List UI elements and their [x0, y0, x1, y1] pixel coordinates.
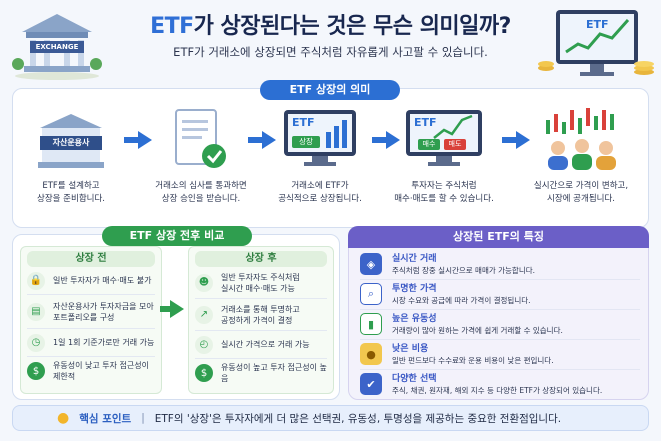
document-icon: ▤	[27, 302, 45, 321]
listing-monitor-icon: ETF 상장	[282, 108, 358, 170]
before-item-2: ▤자산운용사가 투자자금을 모아 포트폴리오를 구성	[27, 295, 155, 329]
bar-chart-icon: ▮	[360, 313, 382, 335]
step-2-label: 거래소의 심사를 통과하면 상장 승인을 받습니다.	[155, 181, 247, 204]
page-subtitle: ETF가 거래소에 상장되면 주식처럼 자유롭게 사고팔 수 있습니다.	[173, 45, 488, 59]
before-panel: 상장 전 🔒일반 투자자가 매수·매도 불가 ▤자산운용사가 투자자금을 모아 …	[20, 246, 162, 394]
features-section	[348, 226, 649, 400]
arrow-2	[248, 131, 276, 149]
trading-monitor-icon: ETF 매수 매도	[404, 108, 484, 170]
keypoint-label: 핵심 포인트	[79, 412, 132, 425]
dollar-icon: $	[27, 362, 45, 380]
step-4-label: 투자자는 주식처럼 매수·매도를 할 수 있습니다.	[394, 181, 494, 204]
after-item-4: $유동성이 높고 투자 접근성이 높음	[195, 359, 327, 387]
keypoint-divider: |	[141, 412, 145, 424]
sell-button: 매도	[444, 139, 466, 150]
after-item-3: ◴실시간 가격으로 거래 가능	[195, 331, 327, 359]
dollar-icon: $	[195, 364, 213, 382]
buy-button: 매수	[418, 139, 440, 150]
before-item-4: $유동성이 낮고 투자 접근성이 제한적	[27, 357, 155, 385]
after-item-1: ☻일반 투자자도 주식처럼 실시간 매수·매도 가능	[195, 267, 327, 299]
arrow-3	[372, 131, 400, 149]
trading-screen-label: ETF	[414, 116, 437, 129]
coins-icon: ●	[360, 343, 382, 365]
magnifier-icon: ⌕	[360, 283, 382, 305]
before-title: 상장 전	[27, 251, 155, 267]
listing-screen-label: ETF	[292, 116, 315, 129]
before-item-3: ◷1일 1회 기준가로만 거래 가능	[27, 329, 155, 357]
listed-tag: 상장	[292, 136, 320, 148]
compare-arrow	[160, 300, 184, 318]
keypoint-bar: ● 핵심 포인트 | ETF의 '상장'은 투자자에게 더 많은 선택권, 유동…	[12, 405, 649, 431]
clock-icon: ◷	[27, 333, 45, 352]
etf-monitor-icon: ETF	[538, 6, 656, 82]
step-5-label: 실시간으로 가격이 변하고, 시장에 공개됩니다.	[533, 181, 629, 204]
before-item-1: 🔒일반 투자자가 매수·매도 불가	[27, 267, 155, 295]
shield-check-icon: ✔	[360, 373, 382, 395]
asset-manager-badge: 자산운용사	[40, 136, 102, 150]
step-3-label: 거래소에 ETF가 공식적으로 상장됩니다.	[278, 181, 362, 204]
arrow-4	[502, 131, 530, 149]
step-1-icon: 자산운용사	[34, 110, 108, 170]
meaning-pill: ETF 상장의 의미	[260, 80, 400, 100]
document-check-icon	[170, 108, 230, 172]
exchange-sign: EXCHANGE	[30, 41, 84, 53]
keypoint-text: ETF의 '상장'은 투자자에게 더 많은 선택권, 유동성, 투명성을 제공하…	[154, 412, 562, 425]
features-title: 상장된 ETF의 특징	[348, 226, 649, 248]
chart-icon: ↗	[195, 305, 213, 324]
exchange-building-icon: EXCHANGE	[12, 8, 102, 80]
after-item-2: ↗거래소를 통해 투명하고 공정하게 가격이 결정	[195, 299, 327, 331]
market-people-icon	[540, 104, 624, 172]
step-1-label: ETF를 설계하고 상장을 준비합니다.	[37, 181, 105, 204]
lightbulb-icon: ●	[57, 410, 70, 426]
page-title: ETF가 상장된다는 것은 무슨 의미일까?	[150, 14, 511, 39]
after-title: 상장 후	[195, 251, 327, 267]
users-icon: ☻	[195, 273, 213, 292]
arrow-1	[124, 131, 152, 149]
after-panel: 상장 후 ☻일반 투자자도 주식처럼 실시간 매수·매도 가능 ↗거래소를 통해…	[188, 246, 334, 394]
lock-icon: 🔒	[27, 271, 45, 290]
stopwatch-icon: ◴	[195, 335, 213, 354]
monitor-label: ETF	[586, 18, 609, 31]
compare-pill: ETF 상장 전후 비교	[102, 226, 252, 246]
tag-icon: ◈	[360, 253, 382, 275]
